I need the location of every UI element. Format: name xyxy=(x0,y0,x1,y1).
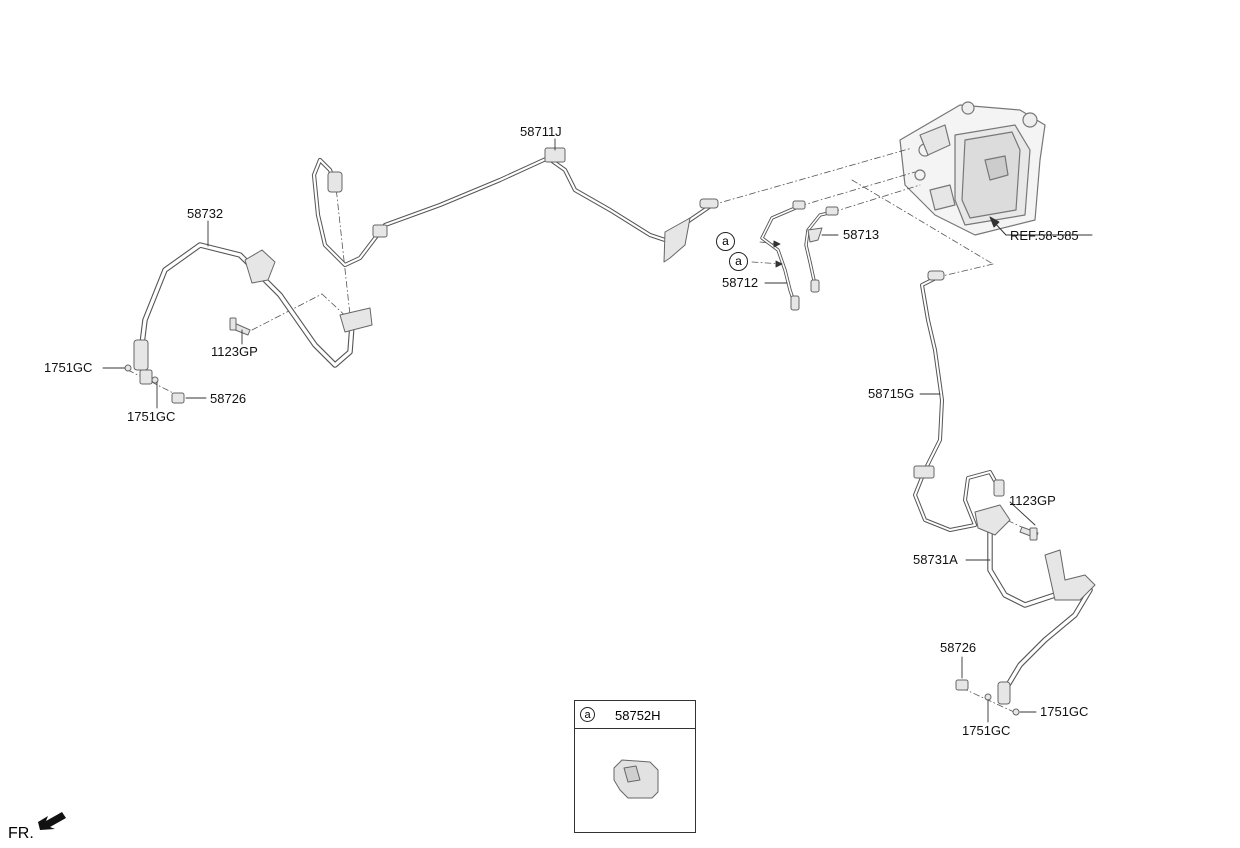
label-1123gp-left: 1123GP xyxy=(211,344,258,359)
callout-a-lower: a xyxy=(729,252,748,271)
legend-box: a 58752H xyxy=(574,700,696,833)
label-1751gc-right-bottom: 1751GC xyxy=(962,723,1011,738)
label-leaders xyxy=(102,138,1093,723)
label-1751gc-right: 1751GC xyxy=(1040,704,1089,719)
label-58726-left: 58726 xyxy=(210,391,247,406)
legend-marker: a xyxy=(580,707,595,722)
clip-58752h-drawing xyxy=(613,759,659,799)
label-58715g: 58715G xyxy=(868,386,915,401)
label-58713: 58713 xyxy=(843,227,880,242)
front-direction-label: FR. xyxy=(8,825,34,842)
legend-header: a 58752H xyxy=(575,701,695,729)
label-58731a: 58731A xyxy=(913,552,958,567)
label-58712: 58712 xyxy=(722,275,759,290)
label-1751gc-left-bottom: 1751GC xyxy=(127,409,176,424)
hose-58731a xyxy=(987,527,1093,693)
label-58726-right: 58726 xyxy=(940,640,977,655)
callout-a-upper: a xyxy=(716,232,735,251)
tubes-58712-58713 xyxy=(760,204,835,307)
label-58732: 58732 xyxy=(187,206,224,221)
label-1751gc-left-top: 1751GC xyxy=(44,360,93,375)
label-1123gp-right: 1123GP xyxy=(1009,493,1056,508)
legend-part-number: 58752H xyxy=(615,708,661,723)
ref-arrow xyxy=(989,216,1007,236)
leader-lines xyxy=(127,147,1029,713)
abs-module xyxy=(899,101,1046,236)
label-58711j: 58711J xyxy=(520,124,562,139)
label-ref-58-585: REF.58-585 xyxy=(1010,228,1079,243)
fr-arrow xyxy=(38,812,66,830)
